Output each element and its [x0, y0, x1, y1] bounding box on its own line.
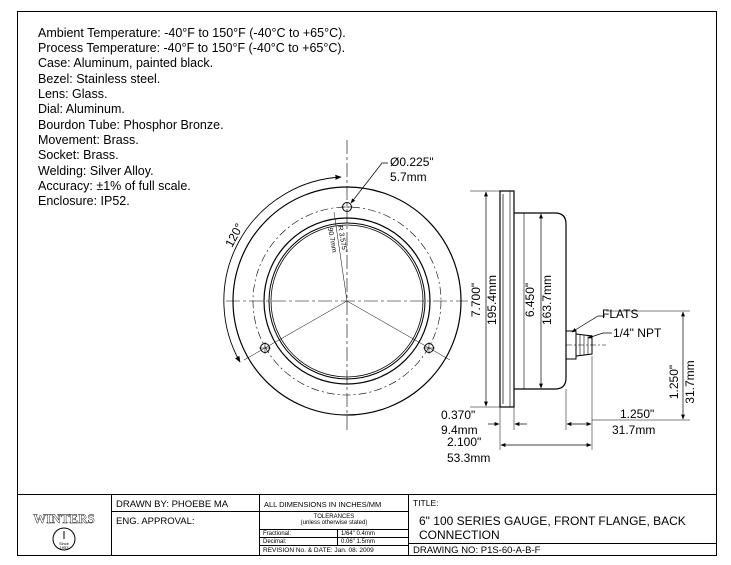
npt-thread	[575, 333, 593, 357]
hole-leader	[350, 162, 388, 204]
decimal-value: 0.06" 1.5mm	[338, 538, 409, 546]
fractional-value: 1/64" 0.4mm	[338, 530, 409, 538]
conn-height-in-label: 1.250"	[667, 365, 681, 399]
tolerances-header: TOLERANCES (unless otherwise stated)	[260, 512, 409, 530]
decimal-label: Decimal:	[260, 538, 338, 546]
front-view	[223, 140, 468, 430]
radius-in-label: R 3.575"	[336, 225, 348, 253]
conn-height-mm-label: 31.7mm	[683, 360, 697, 403]
depth-in-label: 2.100"	[447, 435, 481, 449]
flange-dia-in-label: 7.700"	[469, 283, 483, 317]
case-dia-mm-label: 163.7mm	[540, 275, 554, 325]
npt-leader	[587, 332, 612, 339]
flats-leader	[571, 315, 605, 333]
spec-movement: Movement: Brass.	[38, 133, 139, 147]
logo-gauge-icon	[52, 527, 76, 551]
title-block: WINTERS Since 1953 DRAWN BY: PHOEBE MA E…	[17, 494, 717, 556]
drawing-title-line1: 6" 100 SERIES GAUGE, FRONT FLANGE, BACK	[419, 514, 686, 528]
spec-accuracy: Accuracy: ±1% of full scale.	[38, 179, 191, 193]
flats-label: FLATS	[602, 307, 638, 321]
spec-ambient-temperature: Ambient Temperature: -40°F to 150°F (-40…	[38, 26, 346, 40]
tolerances-title: TOLERANCES	[313, 514, 355, 520]
spec-socket: Socket: Brass.	[38, 148, 119, 162]
side-view	[470, 190, 690, 450]
spec-bourdon-tube: Bourdon Tube: Phosphor Bronze.	[38, 118, 224, 132]
dimensions-note: ALL DIMENSIONS IN INCHES/MM	[260, 494, 409, 512]
case-profile	[514, 212, 567, 390]
flange-dia-mm-label: 195.4mm	[485, 275, 499, 325]
technical-drawing: 120° Ø0.225" 5.7mm R 3.575" 90.7mm	[222, 140, 697, 465]
conn-length-in-label: 1.250"	[620, 407, 654, 421]
flange-thk-mm-label: 9.4mm	[441, 423, 478, 437]
title-label: TITLE:	[413, 498, 439, 508]
hole-dia-mm-label: 5.7mm	[390, 170, 427, 184]
flange-profile	[499, 190, 515, 408]
drawing-border	[17, 11, 717, 556]
revision-date: REVISION No. & DATE: Jan. 08. 2009	[260, 546, 409, 556]
hole-dia-in-label: Ø0.225"	[390, 155, 434, 169]
eng-approval: ENG. APPROVAL:	[112, 512, 260, 556]
case-dia-in-label: 6.450"	[523, 283, 537, 317]
radius-mm-label: 90.7mm	[326, 227, 337, 253]
spec-process-temperature: Process Temperature: -40°F to 150°F (-40…	[38, 41, 346, 55]
spec-dial: Dial: Aluminum.	[38, 102, 125, 116]
spec-case: Case: Aluminum, painted black.	[38, 56, 214, 70]
angle-arc	[223, 174, 342, 363]
winters-logo: WINTERS Since 1953	[33, 511, 95, 551]
spec-bezel: Bezel: Stainless steel.	[38, 72, 161, 86]
flange-thk-in-label: 0.370"	[441, 408, 475, 422]
npt-label: 1/4" NPT	[613, 326, 662, 340]
conn-length-mm-label: 31.7mm	[612, 423, 655, 437]
spec-lens: Lens: Glass.	[38, 87, 108, 101]
drawing-title-line2: CONNECTION	[419, 528, 500, 542]
fractional-label: Fractional:	[260, 530, 338, 538]
spec-welding: Welding: Silver Alloy.	[38, 164, 154, 178]
tolerances-subtitle: (unless otherwise stated)	[300, 520, 368, 526]
drawing-number: DRAWING NO: P1S-60-A-B-F	[413, 545, 541, 556]
logo-since: Since	[59, 541, 70, 546]
spec-enclosure: Enclosure: IP52.	[38, 194, 130, 208]
title-cell: TITLE: 6" 100 SERIES GAUGE, FRONT FLANGE…	[409, 494, 717, 544]
radius-leader	[333, 211, 348, 302]
drawn-by: DRAWN BY: PHOEBE MA	[112, 494, 260, 512]
depth-mm-label: 53.3mm	[447, 451, 490, 465]
logo-year: 1953	[60, 545, 70, 550]
logo-cell: WINTERS Since 1953	[17, 494, 112, 556]
logo-text: WINTERS	[33, 511, 94, 526]
